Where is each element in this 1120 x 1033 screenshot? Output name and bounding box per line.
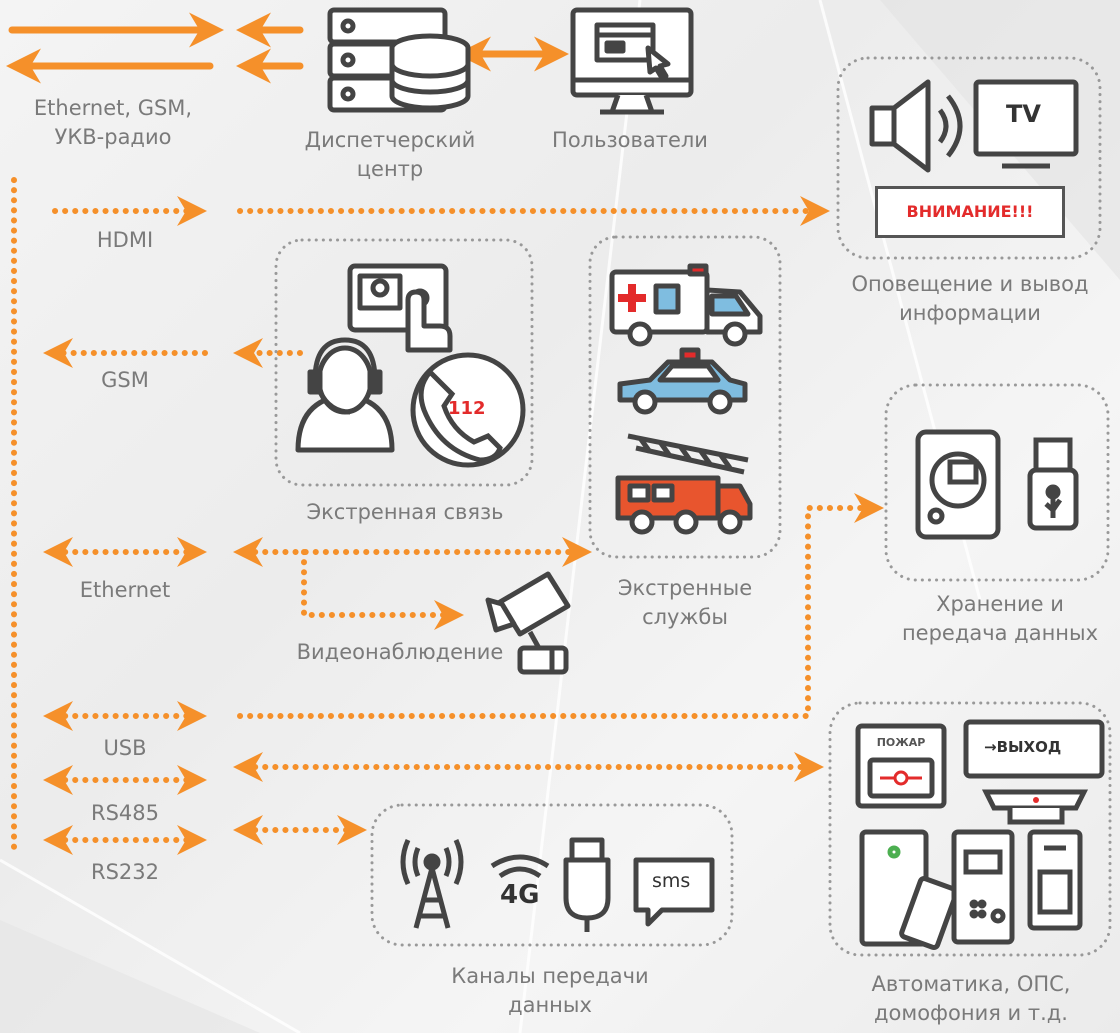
phone-icon bbox=[410, 352, 526, 468]
ethernet-plug-icon bbox=[563, 837, 611, 932]
solid-arrows bbox=[6, 12, 569, 84]
exit-sign-text: →ВЫХОД bbox=[984, 738, 1062, 756]
fire-truck-icon bbox=[615, 433, 753, 535]
hard-disk-icon bbox=[915, 429, 1001, 540]
channels-group-box bbox=[370, 803, 734, 947]
fire-alarm-icon bbox=[855, 723, 947, 809]
video-label: Видеонаблюдение bbox=[296, 640, 504, 664]
sms-icon bbox=[633, 857, 715, 927]
server-icon bbox=[327, 7, 471, 113]
users-label: Пользователи bbox=[552, 128, 708, 152]
operator-icon bbox=[295, 337, 395, 453]
emergency-comm-group-box bbox=[274, 238, 534, 487]
tv-text: TV bbox=[1006, 100, 1041, 128]
hdmi-label: HDMI bbox=[96, 228, 154, 252]
speaker-icon bbox=[869, 79, 963, 173]
tv-icon bbox=[973, 79, 1079, 169]
automation-group-box bbox=[828, 701, 1112, 957]
notify-group-box bbox=[836, 56, 1102, 260]
wifi-4g-icon bbox=[490, 854, 550, 879]
usb-label: USB bbox=[103, 736, 147, 760]
sms-text: sms bbox=[652, 870, 691, 892]
dotted-connectors bbox=[11, 177, 884, 855]
emergency-comm-label: Экстренная связь bbox=[306, 500, 504, 524]
emergency-services-group-box bbox=[588, 235, 782, 559]
alert-sign: ВНИМАНИЕ!!! bbox=[875, 186, 1065, 238]
lock-panel-icon bbox=[1027, 829, 1083, 931]
rs485-label: RS485 bbox=[90, 801, 159, 825]
ethernet-label: Ethernet bbox=[79, 578, 171, 602]
usb-stick-icon bbox=[1027, 437, 1079, 531]
card-reader-icon bbox=[859, 829, 959, 951]
intercom-panel-icon bbox=[951, 829, 1015, 945]
gsm-label: GSM bbox=[101, 368, 149, 392]
emergency-number: 112 bbox=[448, 398, 486, 419]
rs232-label: RS232 bbox=[90, 860, 159, 884]
intercom-icon bbox=[347, 263, 453, 353]
fourg-text: 4G bbox=[500, 880, 540, 910]
ethernet-gsm-label: Ethernet, GSM,УКВ-радио bbox=[33, 96, 193, 149]
fire-alarm-text: ПОЖАР bbox=[876, 736, 926, 749]
police-car-icon bbox=[617, 347, 748, 415]
automation-label: Автоматика, ОПС,домофония и т.д. bbox=[871, 972, 1071, 1025]
ambulance-icon bbox=[609, 263, 763, 347]
camera-icon bbox=[485, 571, 571, 675]
monitor-icon bbox=[570, 7, 694, 115]
tower-icon bbox=[400, 838, 464, 929]
storage-group-box bbox=[884, 383, 1110, 582]
exit-sign-icon bbox=[963, 719, 1105, 825]
